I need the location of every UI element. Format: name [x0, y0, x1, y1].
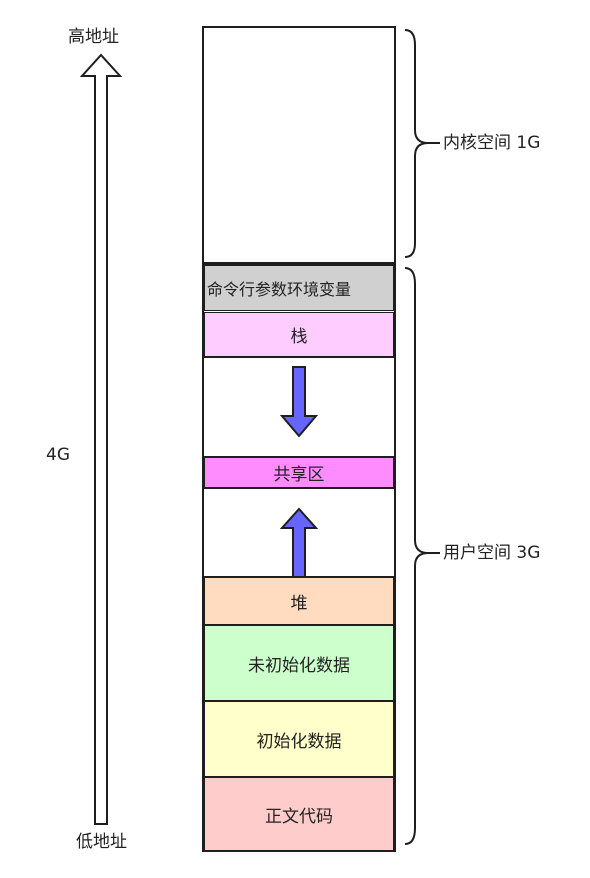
stack-segment: 栈	[203, 312, 395, 358]
data-segment-label: 初始化数据	[256, 731, 342, 752]
text-segment: 正文代码	[203, 777, 395, 852]
env-segment: 命令行参数环境变量	[203, 264, 395, 311]
kernel-space-label: 内核空间 1G	[443, 133, 541, 153]
high-address-label: 高地址	[68, 27, 119, 47]
user-space-label: 用户空间 3G	[443, 543, 541, 563]
text-segment-label: 正文代码	[265, 806, 333, 827]
bss-segment: 未初始化数据	[203, 625, 395, 701]
data-segment: 初始化数据	[203, 701, 395, 777]
heap-segment: 堆	[203, 576, 395, 625]
heap-grow-arrow-icon	[279, 507, 319, 578]
stack-grow-arrow-icon	[279, 366, 319, 438]
low-address-label: 低地址	[76, 832, 127, 852]
total-size-label: 4G	[46, 445, 70, 465]
env-segment-label: 命令行参数环境变量	[207, 280, 352, 299]
shared-segment: 共享区	[203, 456, 395, 489]
kernel-space-box	[202, 26, 396, 264]
kernel-brace	[404, 29, 429, 258]
shared-segment-label: 共享区	[273, 465, 325, 485]
bss-segment-label: 未初始化数据	[248, 655, 350, 676]
heap-segment-label: 堆	[290, 593, 308, 614]
user-brace	[404, 267, 429, 845]
address-arrow-icon	[79, 53, 123, 825]
stack-segment-label: 栈	[290, 327, 308, 347]
